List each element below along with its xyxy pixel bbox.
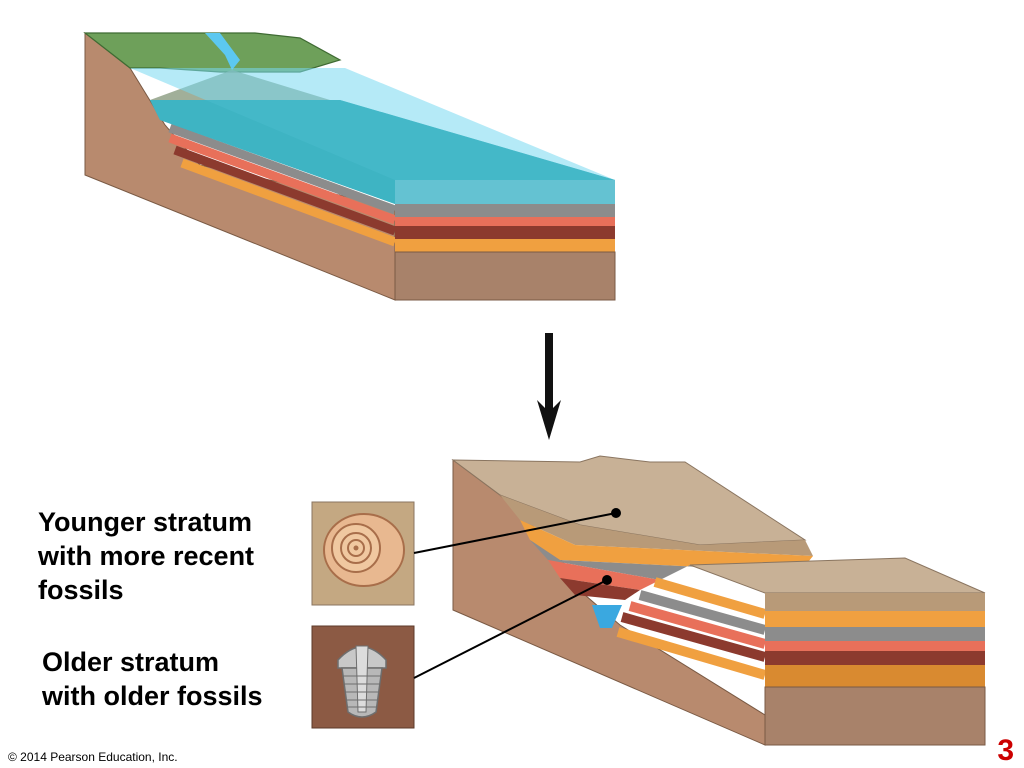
bottom-front-gray-stratum: [765, 627, 985, 641]
top-front-red-stratum: [395, 217, 615, 226]
younger-stratum-label-line-2: with more recent: [38, 541, 255, 571]
top-block-side-strata: [168, 123, 397, 247]
top-front-orange-stratum: [395, 239, 615, 252]
copyright-notice: © 2014 Pearson Education, Inc.: [8, 750, 178, 764]
top-front-bedrock: [394, 251, 616, 301]
slope-red-stratum: [548, 560, 660, 590]
exposed-strata-block: [451, 455, 986, 746]
slide-number: 3: [997, 734, 1014, 767]
trilobite-fossil-panel: [311, 625, 415, 729]
right-block-side-strata: [616, 577, 767, 680]
older-stratum-label-line-2: with older fossils: [42, 681, 263, 711]
ammonite-fossil-panel: [311, 501, 415, 606]
older-stratum-leader: [413, 575, 612, 679]
bottom-front-orange2-stratum: [765, 665, 985, 687]
younger-stratum-label: Younger stratum with more recent fossils: [38, 505, 254, 607]
bottom-front-maroon-stratum: [765, 651, 985, 665]
down-arrow-icon: [537, 333, 561, 440]
top-front-maroon-stratum: [395, 226, 615, 239]
bottom-front-orange-stratum: [765, 611, 985, 627]
deposition-block: [83, 31, 616, 301]
older-stratum-label: Older stratum with older fossils: [42, 645, 263, 713]
river: [205, 33, 240, 70]
bottom-front-bedrock: [764, 686, 986, 746]
top-front-gray-stratum: [395, 204, 615, 217]
younger-stratum-label-line-1: Younger stratum: [38, 507, 253, 537]
sea-water-body: [150, 100, 615, 204]
bottom-front-red-stratum: [765, 641, 985, 651]
slope-tan-stratum: [500, 495, 813, 556]
bottom-front-tan-stratum: [765, 593, 985, 611]
slope-orange-stratum: [520, 520, 813, 572]
slope-gray-stratum: [530, 540, 800, 580]
water-front-face: [395, 180, 615, 204]
younger-stratum-leader: [413, 508, 621, 554]
trilobite-fossil-icon: [337, 645, 387, 718]
younger-stratum-label-line-3: fossils: [38, 575, 124, 605]
ammonite-fossil-icon: [323, 513, 405, 587]
older-stratum-label-line-1: Older stratum: [42, 647, 220, 677]
right-block-top-surface: [689, 557, 986, 594]
valley-stream: [592, 605, 622, 628]
